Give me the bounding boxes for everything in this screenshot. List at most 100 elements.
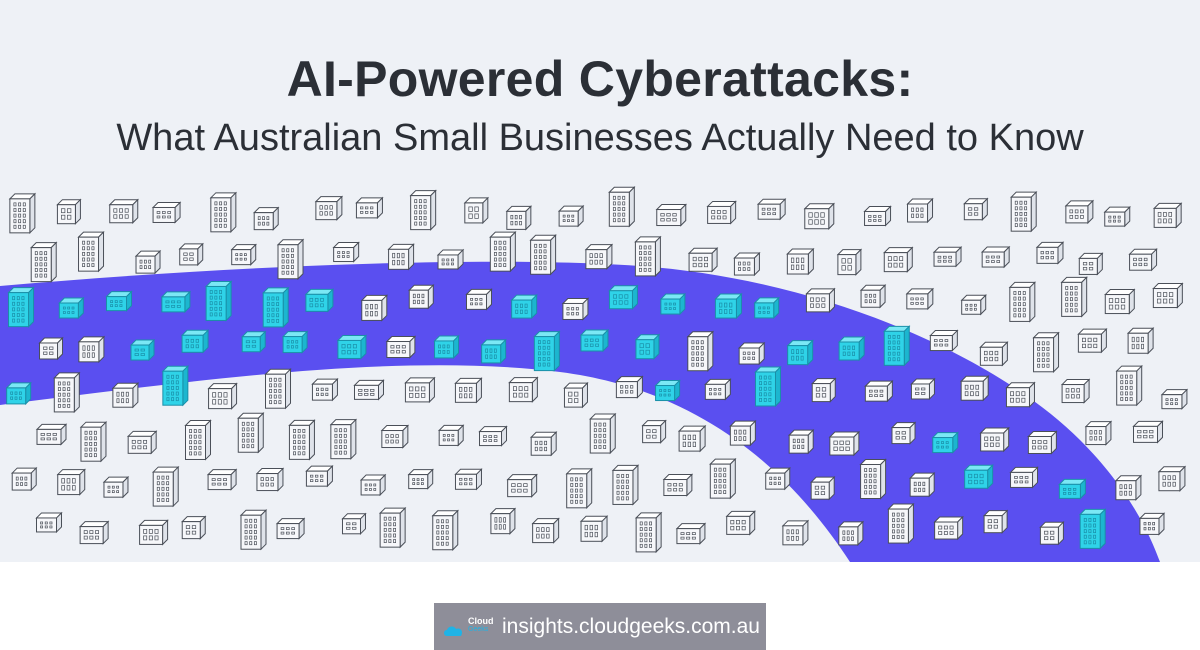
office-building-icon xyxy=(510,293,538,320)
office-building-icon xyxy=(409,189,437,231)
logo-line-2: Geeks xyxy=(468,626,489,633)
office-building-icon xyxy=(863,205,892,227)
office-building-icon xyxy=(887,502,915,545)
office-building-icon xyxy=(353,379,385,401)
office-building-icon xyxy=(655,203,687,227)
office-building-icon xyxy=(407,468,434,490)
office-building-icon xyxy=(979,426,1010,453)
office-building-icon xyxy=(237,412,265,454)
office-building-icon xyxy=(1138,512,1166,536)
office-building-icon xyxy=(890,421,917,445)
office-building-icon xyxy=(275,517,306,540)
office-building-icon xyxy=(436,248,465,271)
office-building-icon xyxy=(35,423,68,446)
office-building-icon xyxy=(859,458,887,500)
office-building-icon xyxy=(380,424,410,449)
office-building-icon xyxy=(737,341,766,366)
office-building-icon xyxy=(207,382,238,410)
office-building-icon xyxy=(1035,241,1065,265)
office-building-icon xyxy=(454,468,483,491)
page-title: AI-Powered Cyberattacks: xyxy=(286,51,914,107)
office-building-icon xyxy=(662,473,694,497)
office-building-icon xyxy=(111,382,140,409)
office-building-icon xyxy=(706,200,737,225)
office-building-icon xyxy=(563,381,589,409)
office-building-icon xyxy=(828,430,861,457)
office-building-icon xyxy=(1160,388,1189,410)
cloud-icon xyxy=(444,626,463,636)
office-building-icon xyxy=(160,290,192,314)
office-building-icon xyxy=(204,280,233,322)
office-building-icon xyxy=(1032,331,1060,373)
office-building-icon xyxy=(1157,465,1187,492)
office-building-icon xyxy=(931,431,959,454)
office-building-icon xyxy=(963,464,994,490)
office-building-icon xyxy=(687,247,719,273)
office-building-icon xyxy=(332,241,360,263)
office-building-icon xyxy=(463,196,490,225)
office-building-icon xyxy=(980,245,1011,269)
office-building-icon xyxy=(506,473,538,498)
office-building-icon xyxy=(589,412,617,455)
office-building-icon xyxy=(754,365,782,408)
office-building-icon xyxy=(11,466,38,492)
office-building-icon xyxy=(433,334,460,360)
office-building-icon xyxy=(108,198,139,224)
office-building-icon xyxy=(138,519,169,546)
office-building-icon xyxy=(30,241,58,283)
office-building-icon xyxy=(126,430,158,455)
office-building-icon xyxy=(836,248,863,276)
office-building-icon xyxy=(38,336,64,361)
office-building-icon xyxy=(281,330,309,354)
office-building-icon xyxy=(753,296,780,320)
office-building-icon xyxy=(979,341,1009,367)
office-building-icon xyxy=(480,338,507,365)
site-url[interactable]: insights.cloudgeeks.com.au xyxy=(502,614,760,638)
office-building-icon xyxy=(859,284,887,309)
office-building-icon xyxy=(252,206,280,231)
office-building-icon xyxy=(929,329,959,352)
office-building-icon xyxy=(1103,205,1131,228)
office-building-icon xyxy=(240,330,267,353)
office-building-icon xyxy=(336,334,368,360)
office-building-icon xyxy=(1078,252,1104,276)
office-building-icon xyxy=(264,367,292,410)
office-building-icon xyxy=(151,201,182,224)
office-building-icon xyxy=(533,330,561,372)
office-building-icon xyxy=(654,379,681,402)
office-building-icon xyxy=(1114,474,1143,501)
office-building-icon xyxy=(261,286,290,329)
office-building-icon xyxy=(529,431,558,457)
city-network-illustration xyxy=(0,186,1189,562)
office-building-icon xyxy=(811,377,837,403)
office-building-icon xyxy=(79,420,108,463)
office-building-icon xyxy=(611,464,640,506)
office-building-icon xyxy=(1005,381,1036,408)
office-building-icon xyxy=(959,375,990,402)
office-building-icon xyxy=(714,292,743,320)
office-building-icon xyxy=(686,330,715,372)
office-building-icon xyxy=(579,328,610,353)
office-building-icon xyxy=(634,333,661,360)
office-building-icon xyxy=(1084,420,1113,446)
office-building-icon xyxy=(329,418,358,460)
office-building-icon xyxy=(733,251,761,277)
hero-banner: AI-Powered Cyberattacks: What Australian… xyxy=(0,0,1200,562)
office-building-icon xyxy=(180,329,210,354)
office-building-icon xyxy=(1064,199,1095,225)
office-building-icon xyxy=(77,335,106,364)
office-building-icon xyxy=(677,424,707,453)
office-building-icon xyxy=(805,287,836,314)
office-building-icon xyxy=(276,238,305,280)
office-building-icon xyxy=(565,467,593,510)
logo-line-1: Cloud xyxy=(468,616,494,626)
site-badge[interactable]: Cloud Geeks insights.cloudgeeks.com.au xyxy=(434,603,766,650)
office-building-icon xyxy=(1009,466,1039,489)
office-building-icon xyxy=(615,375,644,399)
office-building-icon xyxy=(608,186,636,228)
office-building-icon xyxy=(883,325,911,367)
office-building-icon xyxy=(161,364,190,407)
office-building-icon xyxy=(864,379,894,403)
office-building-icon xyxy=(58,296,85,320)
office-building-icon xyxy=(786,247,815,276)
